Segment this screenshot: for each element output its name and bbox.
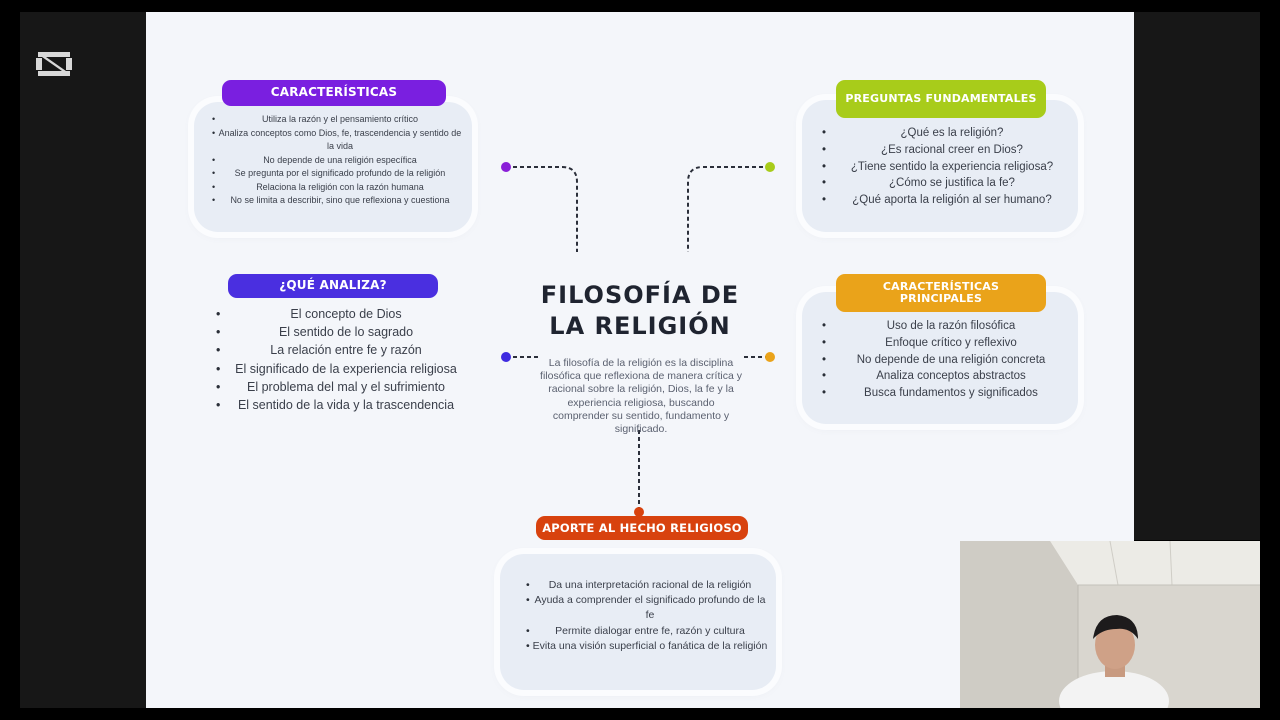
list-item: Evita una visión superficial o fanática … xyxy=(526,639,770,654)
list-item: El sentido de la vida y la trascendencia xyxy=(216,396,472,414)
list-item: Ayuda a comprender el significado profun… xyxy=(526,593,770,623)
caracteristicas-header: CARACTERÍSTICAS xyxy=(222,80,446,106)
list-item: Enfoque crítico y reflexivo xyxy=(822,335,1076,352)
page-title: FILOSOFÍA DE LA RELIGIÓN xyxy=(530,280,750,342)
list-item: Analiza conceptos abstractos xyxy=(822,368,1076,385)
connector-lines xyxy=(501,162,775,517)
list-item: Relaciona la religión con la razón human… xyxy=(212,181,464,195)
list-item: ¿Es racional creer en Dios? xyxy=(822,142,1078,159)
principales-list: Uso de la razón filosófica Enfoque críti… xyxy=(822,318,1076,402)
principales-header-line: PRINCIPALES xyxy=(899,292,983,305)
title-line: LA RELIGIÓN xyxy=(549,312,731,340)
list-item: Utiliza la razón y el pensamiento crític… xyxy=(212,113,464,127)
mind-map-slide: CARACTERÍSTICAS Utiliza la razón y el pe… xyxy=(146,12,1134,708)
principales-header: CARACTERÍSTICAS PRINCIPALES xyxy=(836,274,1046,312)
que-analiza-header: ¿QUÉ ANALIZA? xyxy=(228,274,438,298)
list-item: Permite dialogar entre fe, razón y cultu… xyxy=(526,624,770,639)
list-item: ¿Qué es la religión? xyxy=(822,125,1078,142)
list-item: ¿Qué aporta la religión al ser humano? xyxy=(822,192,1078,209)
list-item: ¿Cómo se justifica la fe? xyxy=(822,175,1078,192)
list-item: Busca fundamentos y significados xyxy=(822,385,1076,402)
list-item: No depende de una religión concreta xyxy=(822,352,1076,369)
list-item: El concepto de Dios xyxy=(216,305,472,323)
list-item: No se limita a describir, sino que refle… xyxy=(212,194,464,208)
aporte-list: Da una interpretación racional de la rel… xyxy=(526,578,770,654)
list-item: No depende de una religión específica xyxy=(212,154,464,168)
capcut-logo-icon xyxy=(36,52,72,76)
aporte-header: APORTE AL HECHO RELIGIOSO xyxy=(536,516,748,540)
preguntas-list: ¿Qué es la religión? ¿Es racional creer … xyxy=(822,125,1078,209)
list-item: El significado de la experiencia religio… xyxy=(216,360,472,378)
list-item: El sentido de lo sagrado xyxy=(216,323,472,341)
list-item: ¿Tiene sentido la experiencia religiosa? xyxy=(822,159,1078,176)
title-line: FILOSOFÍA DE xyxy=(540,281,740,309)
list-item: Da una interpretación racional de la rel… xyxy=(526,578,770,593)
que-analiza-list: El concepto de Dios El sentido de lo sag… xyxy=(216,305,472,414)
list-item: Uso de la razón filosófica xyxy=(822,318,1076,335)
webcam-scene xyxy=(960,541,1260,708)
list-item: Analiza conceptos como Dios, fe, trascen… xyxy=(212,127,464,154)
list-item: Se pregunta por el significado profundo … xyxy=(212,167,464,181)
preguntas-header: PREGUNTAS FUNDAMENTALES xyxy=(836,80,1046,118)
definition-text: La filosofía de la religión es la discip… xyxy=(540,357,742,436)
principales-header-line: CARACTERÍSTICAS xyxy=(882,279,1000,293)
webcam-video xyxy=(960,541,1260,708)
list-item: La relación entre fe y razón xyxy=(216,341,472,359)
caracteristicas-list: Utiliza la razón y el pensamiento crític… xyxy=(212,113,464,208)
list-item: El problema del mal y el sufrimiento xyxy=(216,378,472,396)
left-black-panel xyxy=(20,12,146,708)
right-black-panel xyxy=(1134,12,1260,540)
